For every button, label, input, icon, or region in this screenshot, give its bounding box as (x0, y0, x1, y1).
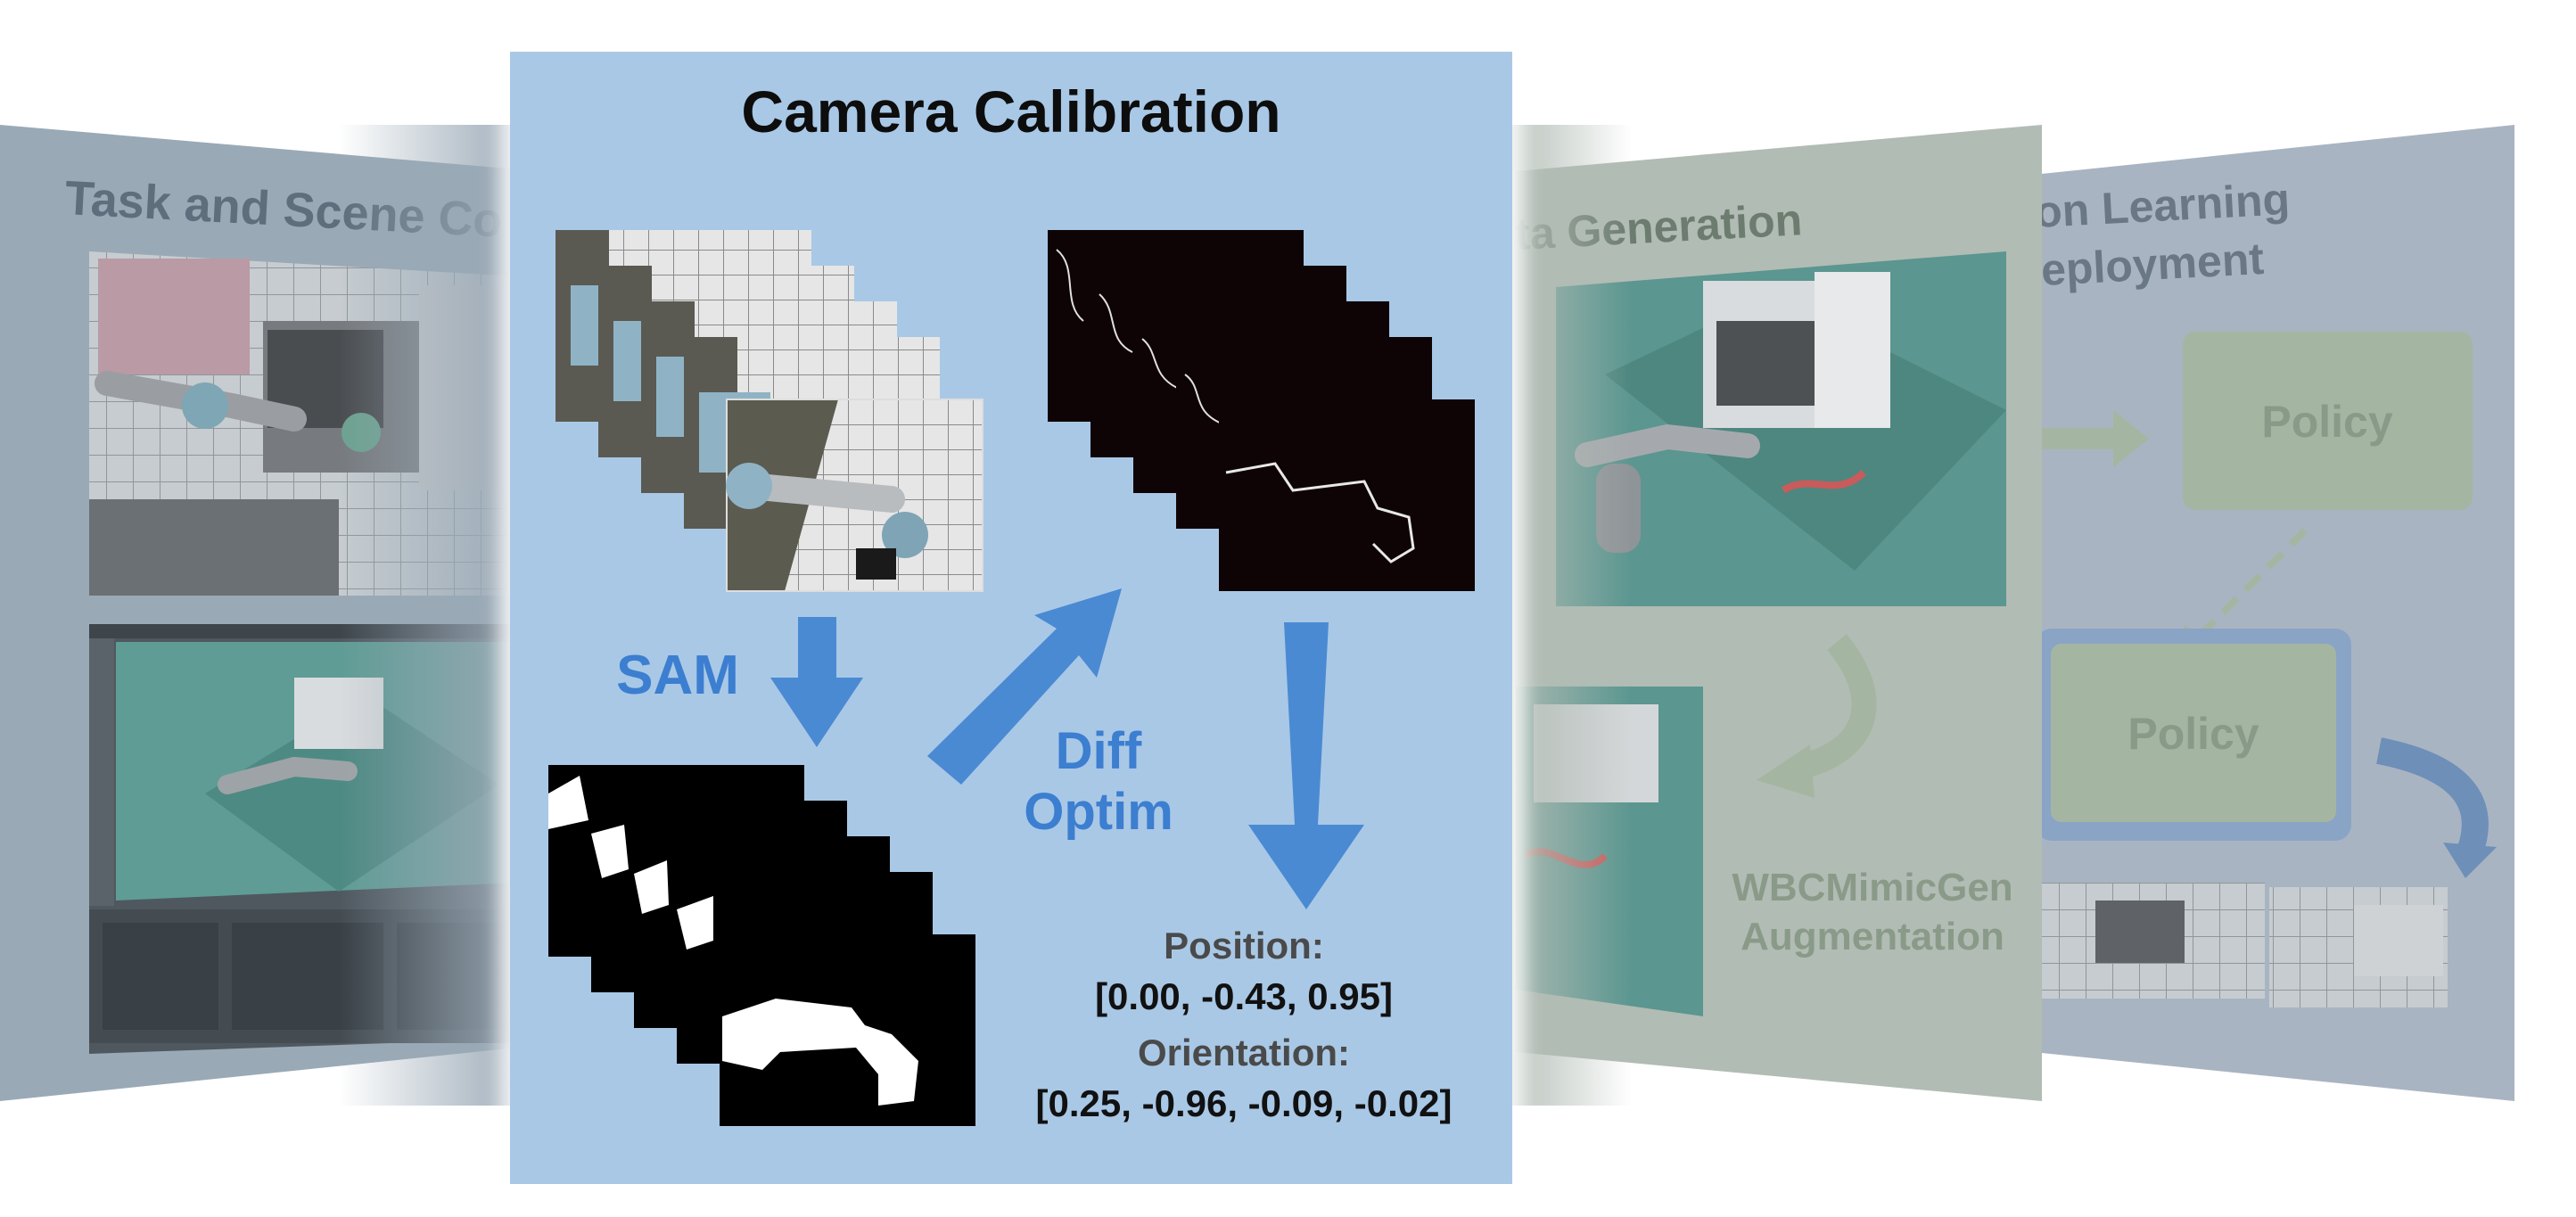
deployment-photos (2042, 883, 2448, 1007)
left-panel: Task and Scene Co (0, 125, 517, 1106)
rgb-frame-front (726, 399, 983, 592)
generation-sim-image (1556, 251, 2006, 606)
policy-box-bottom (2051, 644, 2336, 822)
augmentation-line1: WBCMimicGen (1732, 866, 2012, 909)
policy-bottom-label: Policy (2127, 709, 2259, 759)
right-panel-generation: ta Generation WBCMimicGen Augmentation (1507, 125, 2042, 1106)
sam-arrow (770, 617, 863, 747)
augmentation-line2: Augmentation (1741, 915, 2004, 958)
position-label: Position: (1164, 925, 1324, 966)
panel-title: Camera Calibration (741, 78, 1280, 144)
right-panel-policy: on Learning eployment Policy Policy (2033, 125, 2514, 1101)
orientation-label: Orientation: (1138, 1032, 1350, 1073)
rgb-frame-stack (556, 230, 983, 592)
position-value: [0.00, -0.43, 0.95] (1095, 975, 1393, 1017)
edge-map-stack (1048, 230, 1475, 591)
right-panel-2-title-line2: eployment (2040, 234, 2266, 295)
augmentation-curved-arrow (1798, 634, 1877, 779)
mask-stack (548, 765, 975, 1126)
policy-box-top (2183, 332, 2473, 510)
deploy-curved-arrow (2376, 737, 2489, 857)
policy-input-arrow (2042, 410, 2149, 467)
diff-label-line2: Optim (1024, 783, 1173, 841)
orientation-value: [0.25, -0.96, -0.09, -0.02] (1036, 1082, 1453, 1124)
diff-optim-arrow (927, 588, 1122, 785)
dashed-arrow (2191, 528, 2308, 645)
policy-top-label: Policy (2261, 397, 2392, 447)
sam-label: SAM (616, 645, 739, 706)
camera-calibration-panel: Camera Calibration (499, 43, 1525, 1193)
result-arrow (1248, 622, 1364, 909)
diff-label-line1: Diff (1056, 722, 1142, 780)
